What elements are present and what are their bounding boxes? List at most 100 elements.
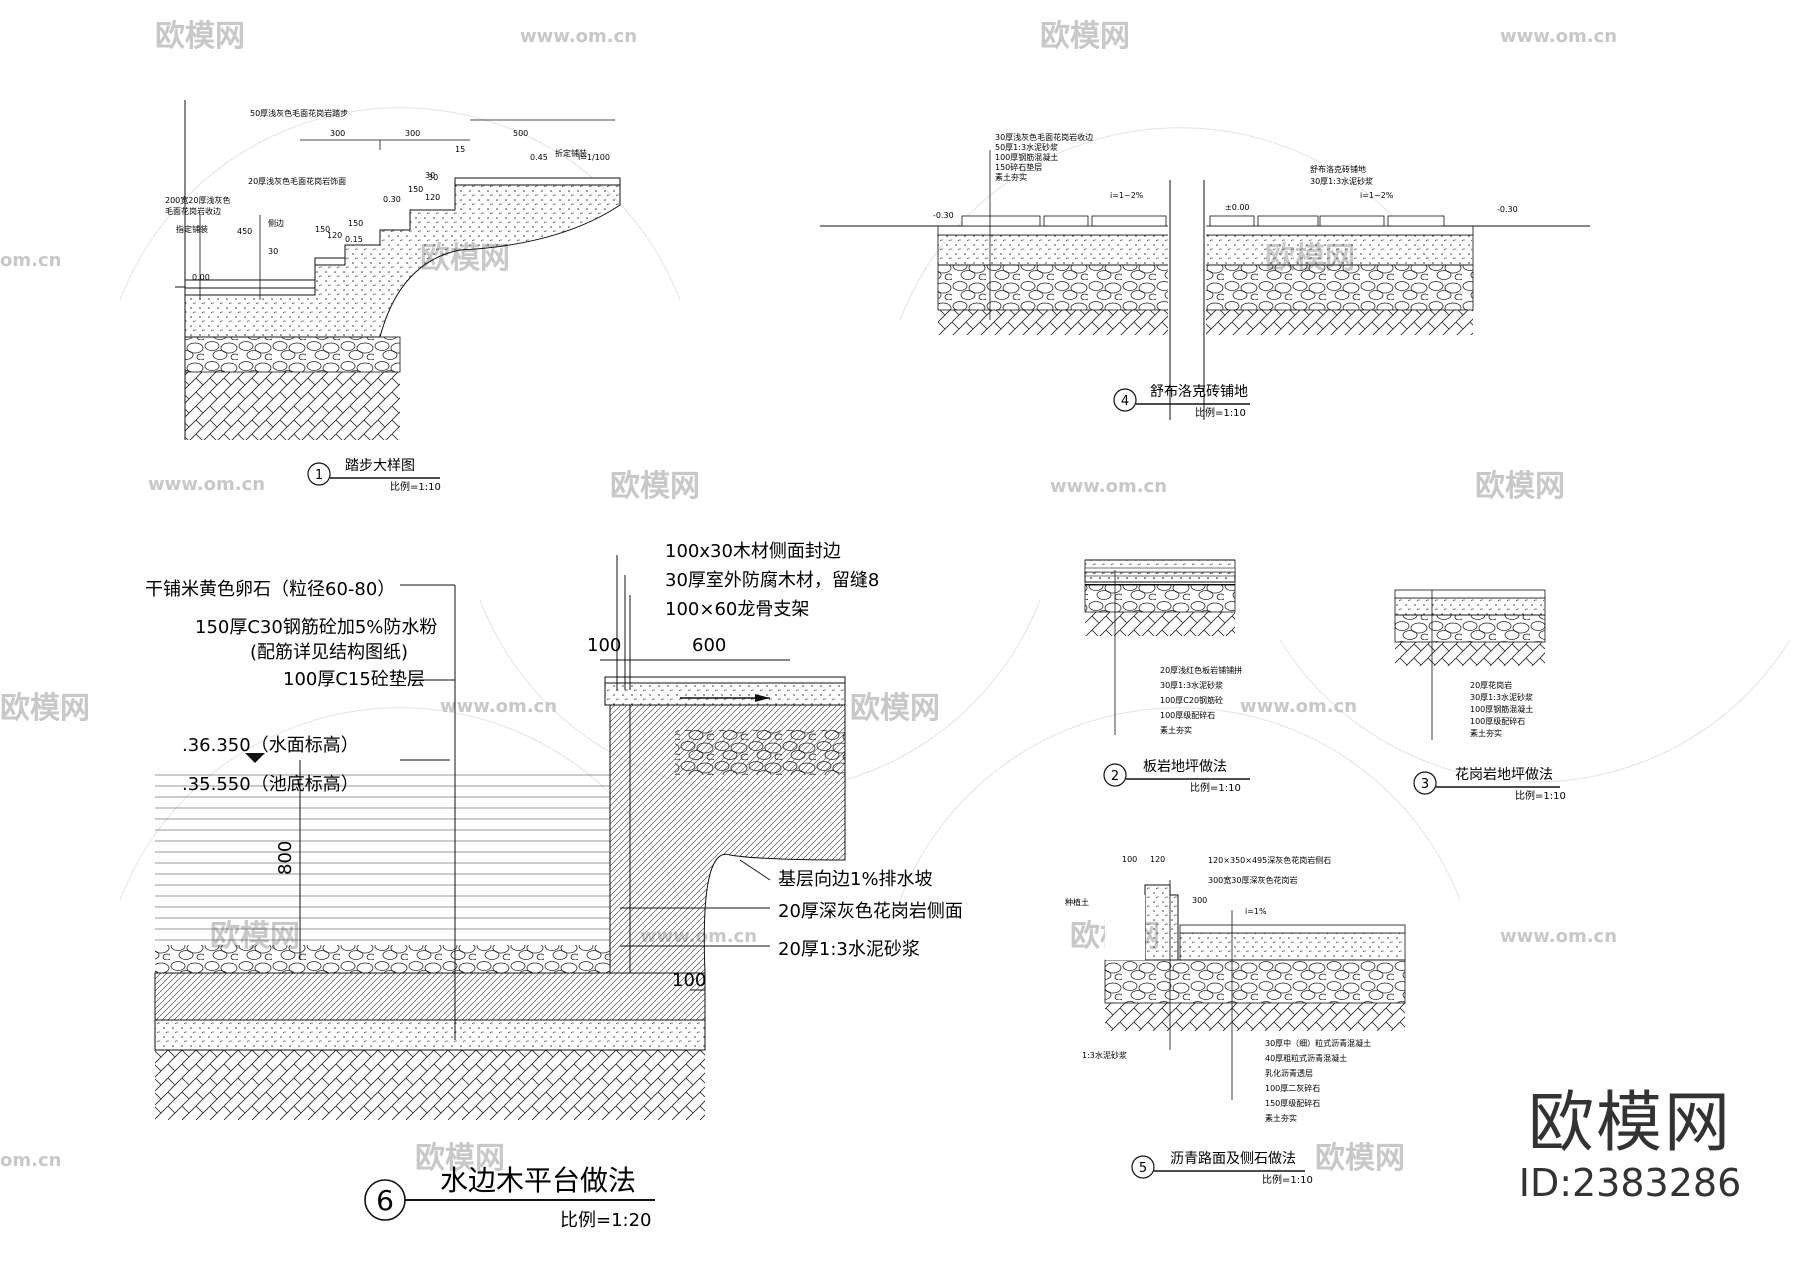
detail-scale: 比例=1:10 — [1195, 406, 1246, 419]
annotation: 800 — [275, 841, 296, 875]
annotation: 500 — [513, 129, 528, 138]
detail-title: 舒布洛克砖铺地 — [1150, 384, 1248, 400]
annotation: 150厚级配碎石 — [1265, 1098, 1320, 1108]
detail-6-timber-deck: 干铺米黄色卵石（粒径60-80） 150厚C30钢筋砼加5%防水粉 (配筋详见结… — [145, 541, 963, 1231]
detail-number: 2 — [1111, 769, 1119, 784]
brand-stamp: 欧模网 ID:2383286 — [1515, 1084, 1745, 1206]
annotation: 0.15 — [345, 235, 363, 244]
annotation: 素土夯实 — [995, 172, 1027, 182]
watermark-url: www.om.cn — [1500, 926, 1617, 947]
annotation: 侧边 — [268, 218, 284, 228]
annotation: 150 — [348, 219, 363, 228]
watermark-url: www.om.cn — [148, 474, 265, 495]
annotation: 0.30 — [383, 195, 401, 204]
annotation: 100厚级配碎石 — [1470, 716, 1525, 726]
annotation: 100厚钢筋混凝土 — [1470, 704, 1533, 714]
annotation: 30厚1:3水泥砂浆 — [1470, 692, 1533, 702]
watermark-url: www.om.cn — [1500, 26, 1617, 47]
annotation: 50厚1:3水泥砂浆 — [995, 142, 1058, 152]
watermark-brand: 欧模网 — [0, 691, 90, 726]
annotation: 40厚粗粒式沥青混凝土 — [1265, 1053, 1347, 1063]
annotation: 30 — [425, 171, 435, 180]
annotation: 100厚二灰碎石 — [1265, 1083, 1320, 1093]
annotation: 100厚C20钢筋砼 — [1160, 695, 1223, 705]
annotation: 100×60龙骨支架 — [665, 599, 809, 620]
annotation: 20厚浅红色板岩铺铺拼 — [1160, 665, 1242, 675]
annotation: 乳化沥青透层 — [1265, 1068, 1313, 1078]
detail-1-step: 50厚浅灰色毛面花岗岩踏步 折定铺装 300 300 500 15 0.45 i… — [165, 100, 621, 493]
watermark-url: www.om.cn — [1240, 696, 1357, 717]
watermark-url: www.om.cn — [440, 696, 557, 717]
annotation: 30 — [428, 173, 438, 182]
detail-title: 沥青路面及侧石做法 — [1170, 1151, 1296, 1167]
annotation: 干铺米黄色卵石（粒径60-80） — [145, 579, 395, 600]
annotation: 指定铺装 — [176, 224, 208, 234]
annotation: 种植土 — [1065, 897, 1089, 907]
detail-5-asphalt: 120×350×495深灰色花岗岩侧石 300宽30厚深灰色花岗岩 100 12… — [1065, 855, 1406, 1186]
annotation: 0.00 — [192, 273, 210, 282]
detail-title: 花岗岩地坪做法 — [1455, 767, 1553, 783]
watermark-brand: 欧模网 — [1475, 469, 1565, 504]
annotation: i=1~2% — [1110, 191, 1144, 200]
annotation: 20厚深灰色花岗岩侧面 — [778, 901, 963, 922]
annotation: 300宽30厚深灰色花岗岩 — [1208, 875, 1297, 885]
annotation: 15 — [455, 145, 465, 154]
annotation: 300 — [330, 129, 345, 138]
detail-number: 6 — [376, 1184, 394, 1217]
watermark-brand: 欧模网 — [1315, 1141, 1405, 1176]
annotation: 20厚浅灰色毛面花岗岩饰面 — [248, 176, 346, 186]
annotation: 120 — [425, 193, 440, 202]
annotation: 100 — [672, 970, 706, 991]
annotation: 100x30木材侧面封边 — [665, 541, 841, 562]
detail-number: 5 — [1139, 1161, 1147, 1176]
annotation: 100 — [587, 635, 621, 656]
annotation: 120×350×495深灰色花岗岩侧石 — [1208, 855, 1331, 865]
annotation: 300 — [1192, 896, 1207, 905]
annotation: 200宽20厚浅灰色 — [165, 195, 230, 205]
detail-number: 1 — [315, 468, 323, 483]
annotation: 20厚花岗岩 — [1470, 680, 1512, 690]
annotation: 150 — [315, 225, 330, 234]
detail-scale: 比例=1:20 — [560, 1210, 652, 1231]
detail-title: 板岩地坪做法 — [1143, 759, 1227, 775]
annotation: 100厚级配碎石 — [1160, 710, 1215, 720]
annotation: 素土夯实 — [1470, 728, 1502, 738]
detail-number: 4 — [1121, 394, 1129, 409]
annotation: 600 — [692, 635, 726, 656]
annotation: 120 — [327, 231, 342, 240]
annotation: .36.350（水面标高） — [182, 735, 359, 756]
annotation: -0.30 — [933, 211, 954, 220]
annotation: 150 — [408, 185, 423, 194]
watermark-brand: 欧模网 — [850, 691, 940, 726]
annotation: 素土夯实 — [1160, 725, 1192, 735]
annotation: 100厚钢筋混凝土 — [995, 152, 1058, 162]
detail-scale: 比例=1:10 — [1262, 1173, 1313, 1186]
annotation: 30厚1:3水泥砂浆 — [1160, 680, 1223, 690]
annotation: 120 — [1150, 855, 1165, 864]
detail-title: 水边木平台做法 — [440, 1164, 636, 1197]
annotation: .35.550（池底标高） — [182, 774, 359, 795]
watermark-brand: 欧模网 — [155, 19, 245, 54]
annotation: 毛面花岗岩收边 — [165, 206, 221, 216]
watermark-brand: 欧模网 — [1040, 19, 1130, 54]
annotation: 100 — [1122, 855, 1137, 864]
annotation: 素土夯实 — [1265, 1113, 1297, 1123]
brand-id: ID:2383286 — [1518, 1161, 1742, 1205]
watermark-url: om.cn — [0, 1150, 61, 1171]
detail-2-slate: 20厚浅红色板岩铺铺拼 30厚1:3水泥砂浆 100厚C20钢筋砼 100厚级配… — [1084, 559, 1250, 794]
annotation: 30厚中（细）粒式沥青混凝土 — [1265, 1038, 1371, 1048]
brand-name: 欧模网 — [1528, 1084, 1732, 1161]
annotation: 20厚1:3水泥砂浆 — [778, 939, 920, 960]
detail-scale: 比例=1:10 — [1515, 789, 1566, 802]
annotation: 300 — [405, 129, 420, 138]
detail-scale: 比例=1:10 — [390, 480, 441, 493]
annotation: 450 — [237, 227, 252, 236]
annotation: i=1% — [1245, 907, 1267, 916]
detail-title: 踏步大样图 — [345, 458, 415, 474]
annotation: 30厚1:3水泥砂浆 — [1310, 176, 1373, 186]
detail-scale: 比例=1:10 — [1190, 781, 1241, 794]
detail-3-granite: 20厚花岗岩 30厚1:3水泥砂浆 100厚钢筋混凝土 100厚级配碎石 素土夯… — [1394, 589, 1566, 802]
annotation: 舒布洛克砖铺地 — [1310, 164, 1366, 174]
annotation: (配筋详见结构图纸) — [250, 642, 408, 663]
